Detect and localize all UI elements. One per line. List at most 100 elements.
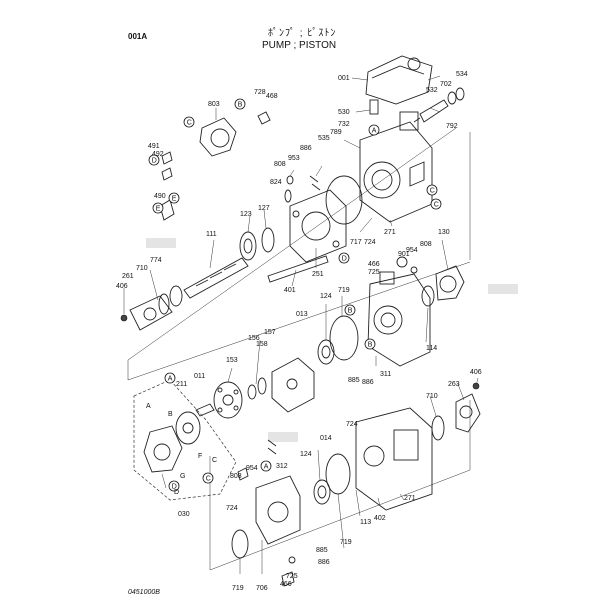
screw	[120, 314, 128, 322]
callout-b: B	[364, 338, 376, 350]
snap-ring	[261, 227, 275, 253]
assembly-letter: G	[180, 473, 185, 480]
assembly-letter: A	[146, 403, 151, 410]
part-number-label: 406	[470, 369, 482, 376]
callout-letter: B	[368, 341, 373, 348]
part-number-label: 702	[440, 81, 452, 88]
obscured-patch	[488, 284, 518, 294]
o-ring	[231, 529, 249, 559]
leader-lines	[123, 75, 479, 574]
part-number-label: 732	[338, 121, 350, 128]
callout-letter: E	[156, 205, 161, 212]
part-number-label: 011	[194, 373, 205, 380]
cylinder-block	[271, 357, 315, 413]
seal-cover	[129, 295, 173, 331]
screw	[281, 571, 295, 587]
pin	[286, 175, 294, 185]
callout-letter: A	[168, 375, 173, 382]
pin	[288, 556, 296, 564]
drive-shaft	[183, 257, 249, 299]
part-number-label: 824	[270, 179, 282, 186]
part-number-label: 886	[300, 145, 312, 152]
assembly-letter: F	[198, 453, 202, 460]
valve-plate	[255, 475, 301, 545]
part-number-label: 312	[276, 463, 288, 470]
callout-letter: D	[172, 483, 177, 490]
part-number-label: 710	[136, 265, 148, 272]
assembly-letter: D	[174, 489, 179, 496]
part-number-label: 401	[284, 287, 296, 294]
part-number-label: 954	[246, 465, 258, 472]
part-number-label: 535	[318, 135, 330, 142]
callout-c: C	[202, 472, 214, 484]
part-number-label: 885	[316, 547, 328, 554]
callout-letter: E	[172, 195, 177, 202]
part-number-label: 725	[368, 269, 380, 276]
tilting-pin-assembly	[143, 425, 183, 473]
page-code: 001A	[128, 32, 148, 41]
part-number-label: 725	[286, 573, 298, 580]
part-number-label: 490	[154, 193, 166, 200]
bearing	[313, 479, 331, 505]
o-ring	[325, 175, 363, 225]
part-number-label: 157	[264, 329, 276, 336]
callout-letter: A	[372, 127, 377, 134]
o-ring	[431, 415, 445, 441]
part-number-label: 808	[274, 161, 286, 168]
spring	[247, 384, 257, 400]
regulator-assembly	[351, 55, 433, 115]
part-number-label: 158	[256, 341, 268, 348]
part-number-label: 001	[338, 75, 350, 82]
part-number-label: 774	[150, 257, 162, 264]
callout-d: D	[168, 480, 180, 492]
part-number-label: 123	[240, 211, 252, 218]
part-number-label: 719	[338, 287, 350, 294]
part-number-label: 803	[208, 101, 220, 108]
assembly-letter: C	[212, 457, 217, 464]
callout-a: A	[164, 372, 176, 384]
part-number-label: 532	[426, 87, 438, 94]
part-number-label: 030	[178, 511, 190, 518]
part-number-label: 127	[258, 205, 270, 212]
part-number-label: 271	[384, 229, 396, 236]
part-number-label: 534	[456, 71, 468, 78]
bearing	[421, 285, 435, 307]
part-number-label: 466	[280, 581, 292, 588]
valve-plate	[289, 189, 347, 263]
part-number-label: 466	[368, 261, 380, 268]
obscured-patch	[146, 238, 176, 248]
o-ring	[329, 315, 359, 361]
part-number-label: 728	[254, 89, 266, 96]
part-number-label: 710	[426, 393, 438, 400]
callout-letter: C	[430, 187, 435, 194]
part-number-label: 724	[364, 239, 376, 246]
callout-letter: B	[238, 101, 243, 108]
callout-c: C	[426, 184, 438, 196]
spring-seat	[257, 377, 267, 395]
drawing-number: 0451000B	[128, 589, 160, 596]
callout-c: C	[183, 116, 195, 128]
part-number-label: 530	[338, 109, 350, 116]
part-number-label: 724	[346, 421, 358, 428]
seal-cover	[455, 393, 481, 433]
screw	[161, 167, 173, 181]
bottom-pump-housing	[355, 407, 433, 511]
callout-letter: D	[342, 255, 347, 262]
swash-plate	[175, 411, 201, 445]
piston	[195, 403, 215, 417]
callout-letter: D	[152, 157, 157, 164]
sensor	[199, 117, 237, 157]
obscured-patch	[268, 432, 298, 442]
callout-b: B	[234, 98, 246, 110]
part-number-label: 406	[116, 283, 128, 290]
bearing	[239, 231, 257, 261]
callout-letter: C	[434, 201, 439, 208]
part-number-label: 954	[406, 247, 418, 254]
screw	[161, 151, 173, 165]
part-number-label: 124	[320, 293, 332, 300]
part-number-label: 468	[266, 93, 278, 100]
callout-c: C	[430, 198, 442, 210]
part-number-label: 492	[152, 151, 164, 158]
part-number-label: 901	[398, 251, 410, 258]
